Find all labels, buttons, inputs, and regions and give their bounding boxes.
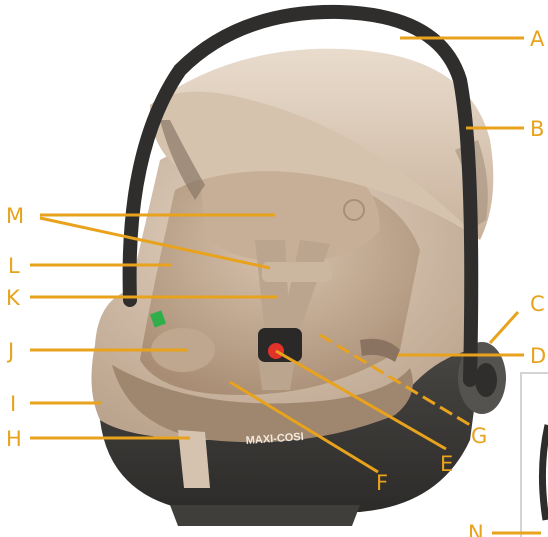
callout-I: I	[10, 392, 16, 416]
callout-M: M	[6, 204, 24, 228]
callout-K: K	[6, 286, 21, 310]
inset-detail-frame	[521, 373, 548, 537]
callout-L: L	[8, 254, 20, 278]
leader-C	[490, 312, 518, 343]
shell-foot	[170, 505, 360, 526]
callout-E: E	[440, 452, 453, 476]
callout-H: H	[6, 427, 22, 451]
callout-B: B	[530, 117, 544, 141]
callout-G: G	[471, 424, 487, 448]
callout-N: N	[468, 521, 484, 537]
callout-F: F	[376, 471, 388, 495]
callout-C: C	[530, 292, 545, 316]
chest-clip	[262, 262, 332, 282]
callout-J: J	[6, 339, 14, 363]
callout-A: A	[530, 27, 545, 51]
handle-pivot-cap	[475, 363, 497, 397]
callout-D: D	[530, 344, 546, 368]
